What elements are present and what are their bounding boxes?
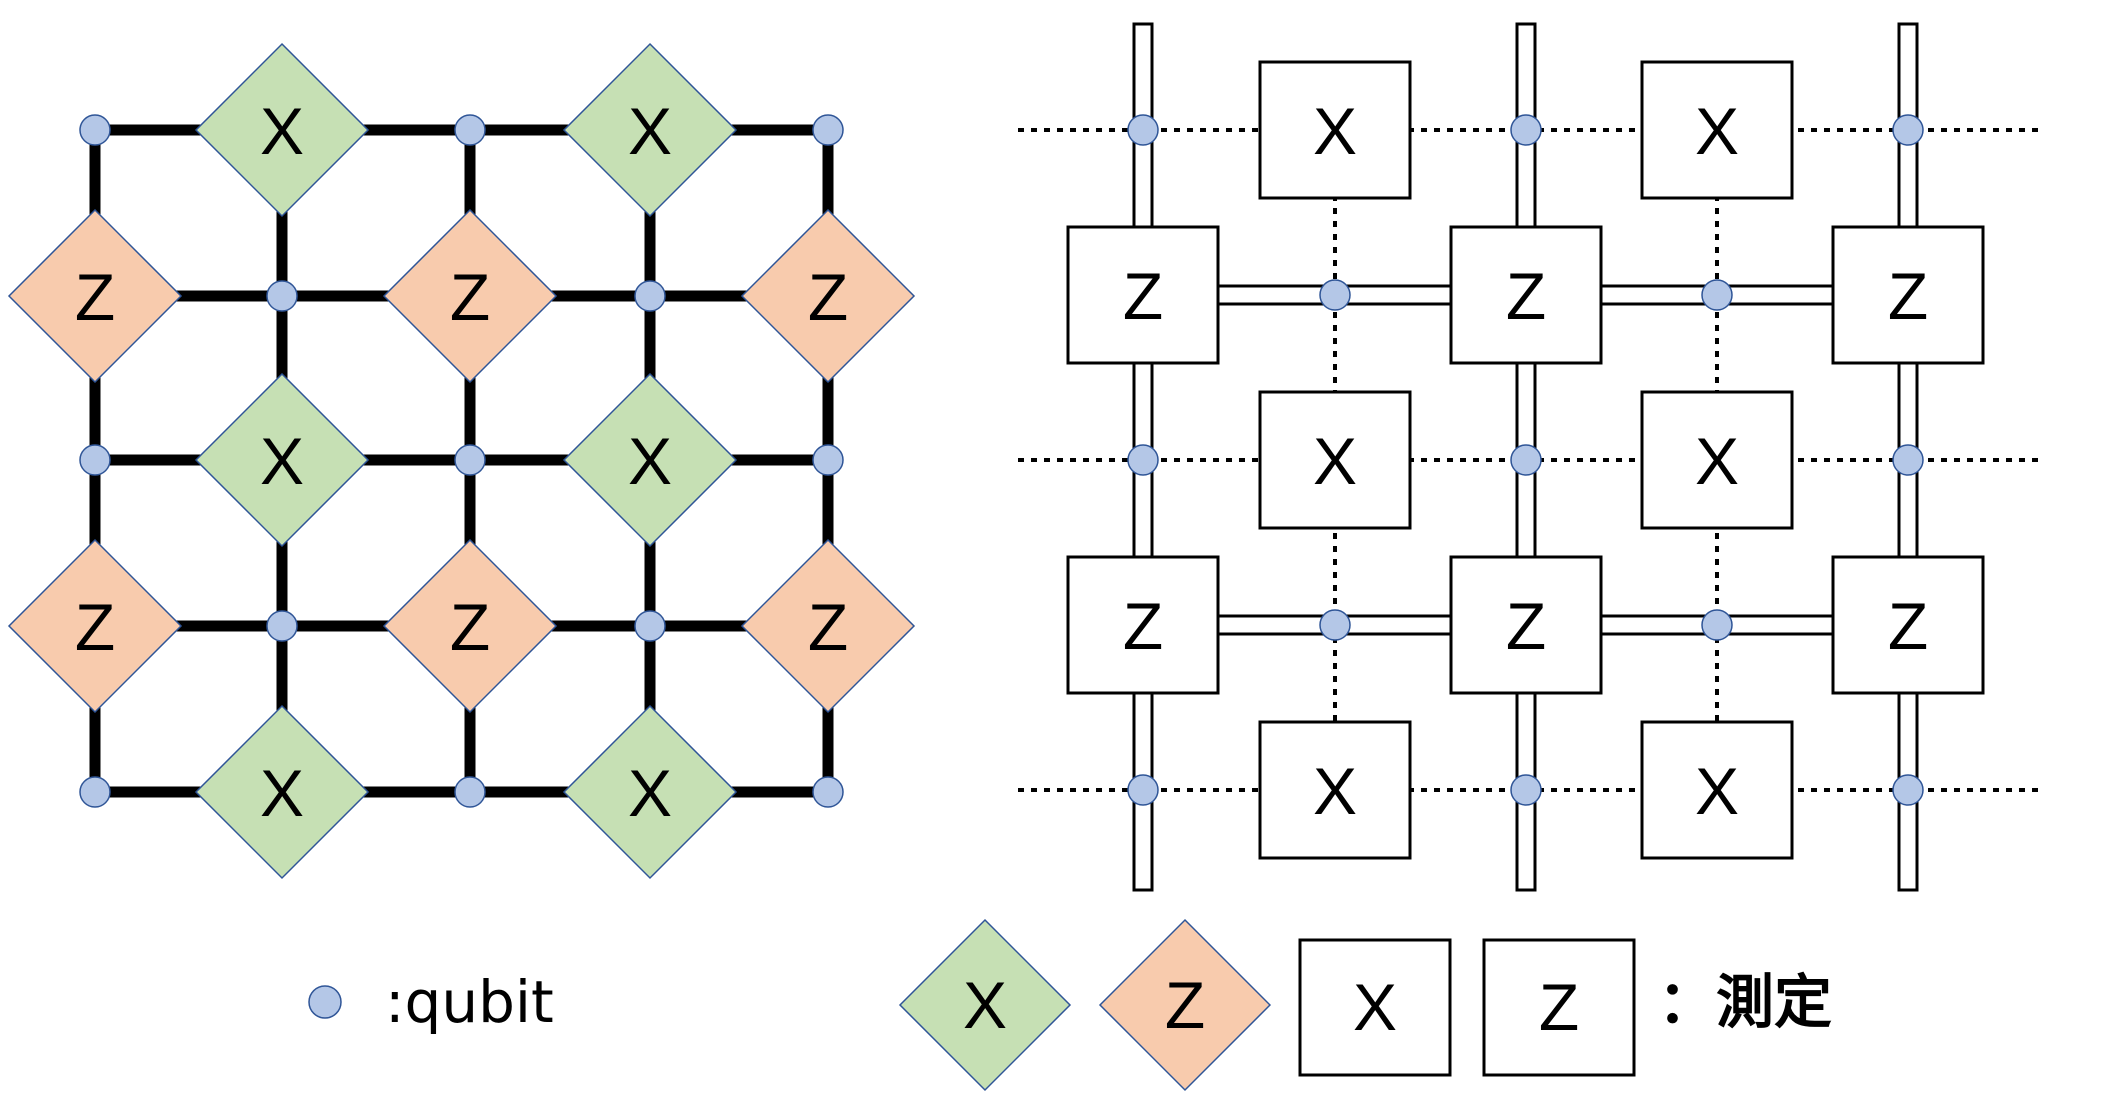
z-stabilizer-plaquette	[7, 538, 183, 714]
qubit	[634, 280, 666, 312]
z-measurement-label: Z	[1123, 259, 1163, 333]
legend-z-box	[1482, 938, 1636, 1077]
qubit	[454, 114, 486, 146]
legend-z-diamond-label: Z	[1165, 968, 1205, 1042]
z-stabilizer-label: Z	[450, 260, 490, 334]
qubit	[1892, 774, 1924, 806]
x-measurement-box	[1258, 720, 1412, 860]
z-measurement-box	[1831, 555, 1985, 695]
qubit	[812, 776, 844, 808]
legend-x-box	[1298, 938, 1452, 1077]
z-stabilizer-plaquette	[740, 208, 916, 384]
legend-x-box-label: X	[1353, 970, 1397, 1044]
right-measurement-lattice: X X X X X X Z Z Z Z Z Z	[1018, 22, 2040, 892]
z-measurement-label: Z	[1506, 589, 1546, 663]
z-measurement-box	[1066, 555, 1220, 695]
z-stabilizer-plaquette	[382, 538, 558, 714]
x-stabilizer-plaquette	[194, 372, 370, 548]
z-stabilizer-label: Z	[75, 260, 115, 334]
z-stabilizer-plaquette	[740, 538, 916, 714]
legend-measure-text: ：測定	[1658, 968, 1832, 1036]
left-surface-code-lattice: X X X X X X Z Z Z Z Z Z	[7, 42, 916, 880]
x-stabilizer-plaquette	[562, 42, 738, 218]
qubit	[1127, 774, 1159, 806]
z-stabilizer-plaquette	[382, 208, 558, 384]
x-measurement-box	[1640, 390, 1794, 530]
x-measurement-label: X	[1695, 424, 1739, 498]
x-stabilizer-plaquette	[194, 42, 370, 218]
qubit	[812, 114, 844, 146]
legend-qubit-marker	[308, 985, 342, 1019]
x-measurement-label: X	[1695, 754, 1739, 828]
x-stabilizer-label: X	[628, 94, 672, 168]
x-stabilizer-plaquette	[562, 372, 738, 548]
qubit	[634, 610, 666, 642]
x-measurement-label: X	[1313, 94, 1357, 168]
z-stabilizer-label: Z	[808, 260, 848, 334]
z-measurement-box	[1449, 555, 1603, 695]
z-stabilizer-label: Z	[75, 590, 115, 664]
qubit	[1510, 444, 1542, 476]
z-measurement-label: Z	[1888, 259, 1928, 333]
qubit	[1319, 609, 1351, 641]
x-stabilizer-plaquette	[562, 704, 738, 880]
legend-z-box-label: Z	[1539, 970, 1579, 1044]
x-measurement-box	[1258, 390, 1412, 530]
qubit	[79, 114, 111, 146]
z-measurement-label: Z	[1506, 259, 1546, 333]
x-measurement-label: X	[1313, 424, 1357, 498]
qubit	[1319, 279, 1351, 311]
qubit	[79, 444, 111, 476]
z-measurement-box	[1066, 225, 1220, 365]
z-stabilizer-label: Z	[808, 590, 848, 664]
qubit	[1701, 279, 1733, 311]
legend-x-diamond-label: X	[963, 968, 1007, 1042]
z-measurement-box	[1449, 225, 1603, 365]
qubit	[79, 776, 111, 808]
qubit	[1510, 114, 1542, 146]
qubit	[266, 280, 298, 312]
qubit	[454, 444, 486, 476]
x-measurement-box	[1640, 720, 1794, 860]
qubit	[1892, 114, 1924, 146]
x-stabilizer-label: X	[260, 424, 304, 498]
x-stabilizer-label: X	[260, 756, 304, 830]
legend: :qubit X Z X Z ：測定	[308, 918, 1832, 1092]
qubit	[1127, 114, 1159, 146]
qubit	[1127, 444, 1159, 476]
x-measurement-box	[1258, 60, 1412, 200]
qubit	[1701, 609, 1733, 641]
z-stabilizer-label: Z	[450, 590, 490, 664]
legend-z-diamond	[1098, 918, 1272, 1092]
x-stabilizer-label: X	[628, 424, 672, 498]
legend-x-diamond	[898, 918, 1072, 1092]
x-measurement-box	[1640, 60, 1794, 200]
x-stabilizer-plaquette	[194, 704, 370, 880]
qubit	[1510, 774, 1542, 806]
qubit	[812, 444, 844, 476]
z-stabilizer-plaquette	[7, 208, 183, 384]
z-measurement-label: Z	[1888, 589, 1928, 663]
z-measurement-label: Z	[1123, 589, 1163, 663]
x-stabilizer-label: X	[260, 94, 304, 168]
qubit	[266, 610, 298, 642]
legend-qubit-text: :qubit	[385, 968, 554, 1036]
qubit	[1892, 444, 1924, 476]
z-measurement-box	[1831, 225, 1985, 365]
x-measurement-label: X	[1313, 754, 1357, 828]
x-measurement-label: X	[1695, 94, 1739, 168]
qubit	[454, 776, 486, 808]
x-stabilizer-label: X	[628, 756, 672, 830]
